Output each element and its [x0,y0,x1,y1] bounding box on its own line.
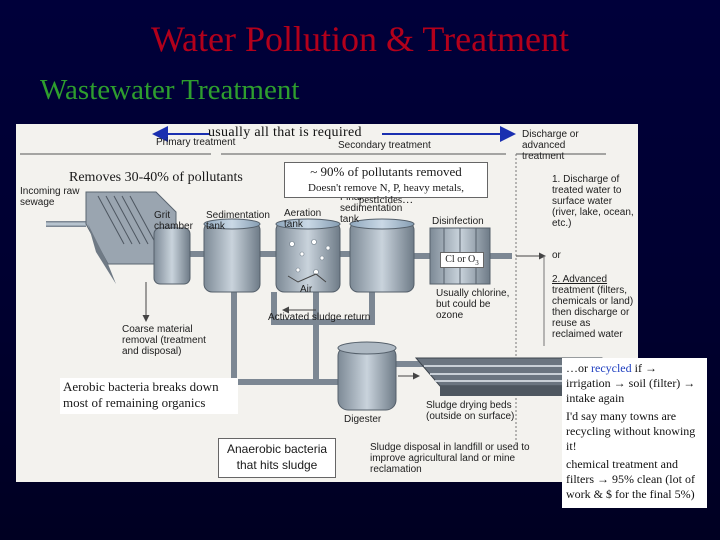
anaerobic-note: Anaerobic bacteria that hits sludge [218,438,336,478]
disinfection-label: Disinfection [432,216,484,227]
chlorine-subscript: 3 [475,259,479,267]
chlorine-label-box: Cl or O3 [440,252,484,268]
required-note: usually all that is required [208,125,362,140]
coarse-material-label: Coarse material removal (treatment and d… [122,324,206,357]
incoming-sewage-label: Incoming raw sewage [20,186,80,208]
treatment-diagram: Primary treatment Secondary treatment Di… [16,124,638,482]
recycled-word: recycled [591,361,632,375]
aeration-tank [275,221,341,293]
sedimentation-label: Sedimentation tank [206,210,270,232]
air-label: Air [300,284,313,295]
advanced-treatment-label: 2. Advanced treatment (filters, chemical… [552,274,636,340]
advanced-treatment-rest: treatment (filters, chemicals or land) t… [552,285,634,340]
sedimentation-tank [203,221,261,293]
chemical-note: chemical treatment and filters → 95% cle… [566,457,695,501]
chlorine-label: Cl or O [445,254,476,265]
recycling-notes: …or recycled if → irrigation → soil (fil… [562,358,707,508]
activated-sludge-label: Activated sludge return [268,312,371,323]
discharge-or-label: or [552,250,561,261]
secondary-removed-note: ~ 90% of pollutants removed [310,164,462,179]
discharge-option-1: 1. Discharge of treated water to surface… [552,174,634,229]
grit-chamber-label: Grit chamber [154,210,193,232]
towns-note: I'd say many towns are recycling without… [566,409,696,453]
secondary-not-removed-note: Doesn't remove N, P, heavy metals, pesti… [308,182,464,206]
sludge-return-pipe [271,292,375,325]
sludge-to-digester-pipe [231,292,346,385]
aeration-label: Aeration tank [284,208,322,230]
primary-treatment-label: Primary treatment [156,137,236,148]
final-sedimentation-tank [349,221,415,293]
aerobic-note: Aerobic bacteria breaks down most of rem… [60,378,238,414]
advanced-treatment-head: 2. Advanced [552,274,608,285]
grit-chamber [153,227,191,285]
digester-label: Digester [344,414,382,425]
sludge-disposal-label: Sludge disposal in landfill or used to i… [370,442,530,475]
slide-title: Water Pollution & Treatment [150,19,570,59]
digester-tank [337,345,397,411]
discharge-header-label: Discharge or advanced treatment [522,129,579,162]
drying-beds-label: Sludge drying beds (outside on surface) [426,400,515,422]
primary-removes-note: Removes 30-40% of pollutants [69,170,243,185]
recycled-note-prefix: …or [566,361,591,375]
secondary-treatment-label: Secondary treatment [338,140,431,151]
recycled-note-suffix: if → irrigation → soil (filter) → intake… [566,361,696,405]
slide-subtitle: Wastewater Treatment [40,74,300,106]
secondary-note-box: ~ 90% of pollutants removed Doesn't remo… [284,162,488,206]
usually-chlorine-label: Usually chlorine, but could be ozone [436,288,510,321]
recycled-note: …or recycled if → irrigation → soil (fil… [566,361,703,406]
